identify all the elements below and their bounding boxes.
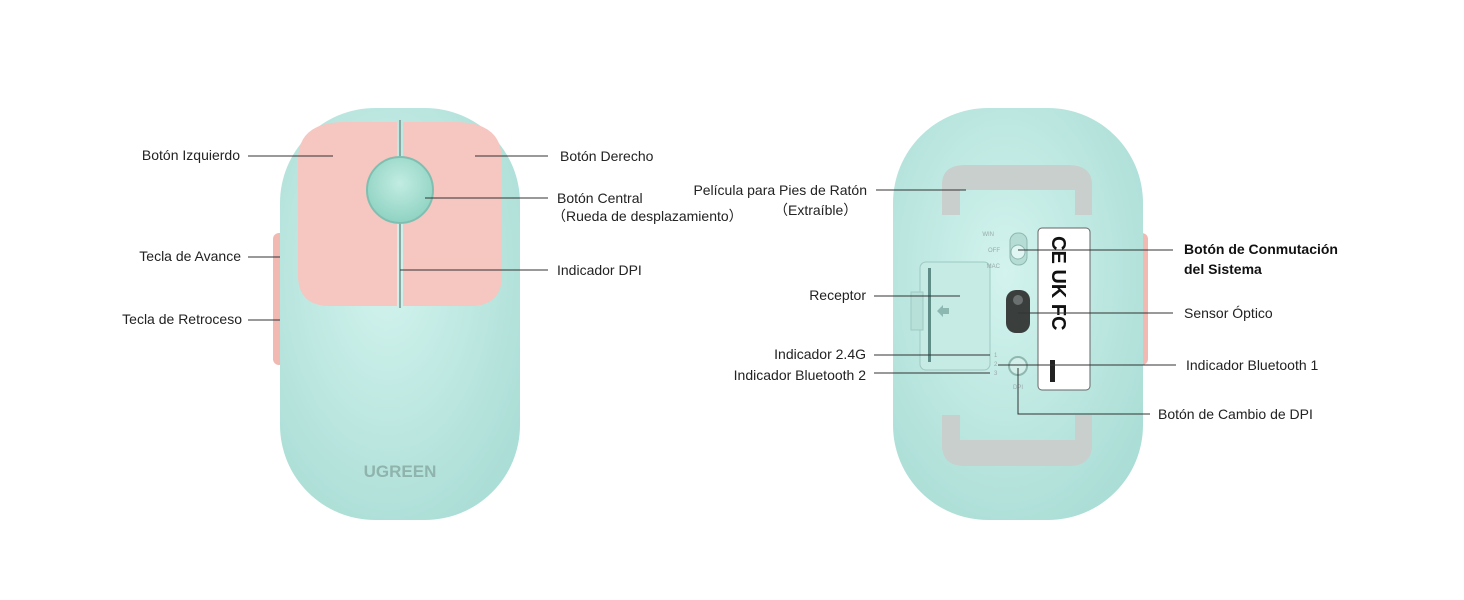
label-forward-key: Tecla de Avance <box>139 248 241 264</box>
label-feet-film-note: （Extraíble） <box>774 202 858 218</box>
leader-lines <box>248 155 1176 415</box>
label-system-switch-2: del Sistema <box>1184 261 1262 277</box>
switch-mark: MAC <box>987 264 1001 270</box>
label-receiver: Receptor <box>809 287 866 303</box>
left-button <box>298 122 397 306</box>
label-system-switch-1: Botón de Conmutación <box>1184 241 1338 257</box>
label-feet-film: Película para Pies de Ratón <box>693 182 867 198</box>
label-back-key: Tecla de Retroceso <box>122 311 242 327</box>
svg-text:CE UK FC: CE UK FC <box>1047 236 1069 330</box>
label-indicator-bt2: Indicador Bluetooth 2 <box>733 367 866 383</box>
indicator-mark: 3 <box>994 371 998 377</box>
mouse-foot-top <box>942 165 1092 215</box>
switch-mark: OFF <box>988 248 1000 254</box>
label-right-button: Botón Derecho <box>560 148 654 164</box>
label-dpi-button: Botón de Cambio de DPI <box>1158 406 1313 422</box>
mouse-foot-bottom <box>942 415 1092 466</box>
label-indicator-24g: Indicador 2.4G <box>774 346 866 362</box>
switch-mark: WIN <box>982 232 994 238</box>
label-middle-button: Botón Central <box>557 190 643 206</box>
label-optical-sensor: Sensor Óptico <box>1184 305 1273 321</box>
indicator-mark: 1 <box>994 353 998 359</box>
label-indicator-bt1: Indicador Bluetooth 1 <box>1186 357 1319 373</box>
ugreen-logo: UGREEN <box>364 462 437 481</box>
mouse-bottom-view: CE UK FC <box>893 108 1148 520</box>
mouse-top-view: UGREEN <box>273 108 520 520</box>
scroll-wheel <box>366 156 434 224</box>
label-left-button: Botón Izquierdo <box>141 147 240 163</box>
regulatory-label <box>1037 227 1091 391</box>
label-dpi-indicator: Indicador DPI <box>557 262 642 278</box>
optical-sensor <box>1006 290 1030 333</box>
indicator-mark: 2 <box>994 362 998 368</box>
label-middle-button-note: （Rueda de desplazamiento） <box>552 208 743 224</box>
right-button <box>403 122 502 306</box>
